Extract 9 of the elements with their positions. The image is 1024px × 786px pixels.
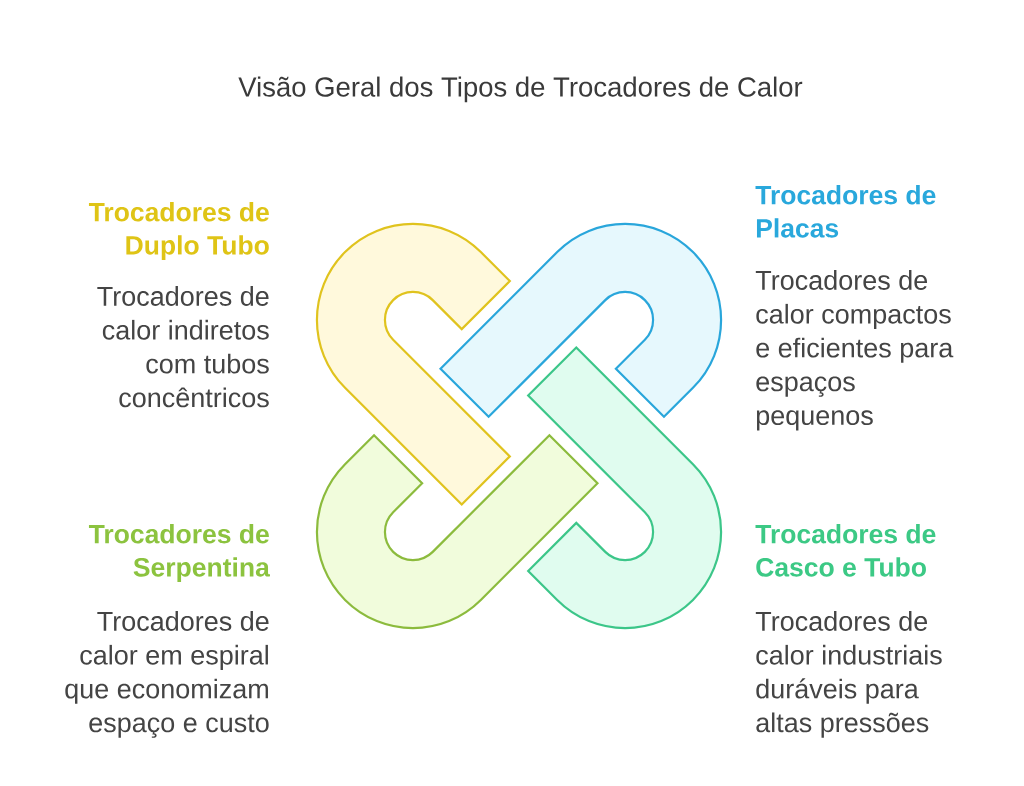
description: Trocadores de calor compactos e eficientes para espaços pequenos	[755, 270, 954, 431]
description: Trocadores de calor industriais duráveis para altas pressões	[755, 611, 942, 738]
heading: Trocadores de Placas	[755, 185, 936, 238]
description: Trocadores de calor em espiral que economizam espaço e custo	[65, 611, 269, 738]
title: Visão Geral dos Tipos de Trocadores de Calor	[238, 76, 803, 103]
heading: Trocadores de Serpentina	[88, 524, 270, 582]
heading: Trocadores de Duplo Tubo	[88, 202, 269, 260]
heading: Trocadores de Casco e Tubo	[755, 524, 936, 577]
description: Trocadores de calor indiretos com tubos concêntricos	[97, 286, 269, 408]
